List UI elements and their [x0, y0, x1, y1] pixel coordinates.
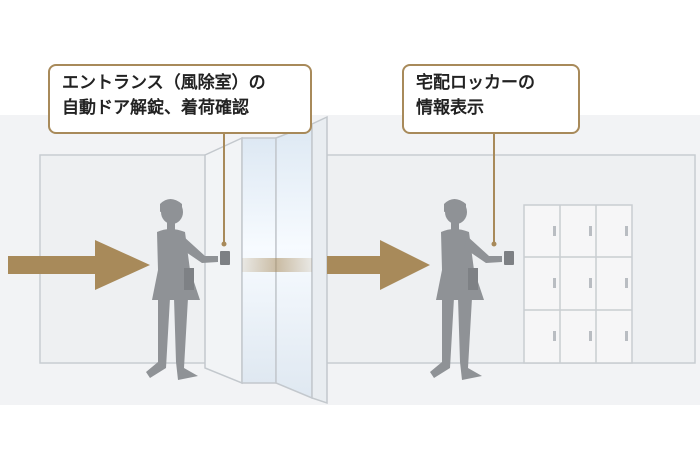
callout-locker: 宅配ロッカーの 情報表示: [402, 64, 580, 134]
card-reader-icon: [220, 251, 230, 265]
delivery-locker: [523, 204, 633, 364]
leader-dot-entrance: [221, 241, 227, 247]
right-arrow-icon: [327, 240, 430, 290]
callout-entrance-line1: エントランス（風除室）の: [62, 73, 266, 93]
callout-entrance-line2: 自動ドア解錠、着荷確認: [62, 98, 249, 118]
right-arrow-icon: [8, 240, 150, 290]
leader-dot-locker: [491, 241, 497, 247]
flow-arrow-through-door: [242, 258, 312, 272]
person-silhouette-icon: [146, 199, 218, 380]
person-silhouette-icon: [430, 199, 502, 380]
callout-locker-line1: 宅配ロッカーの: [416, 73, 535, 93]
callout-locker-line2: 情報表示: [416, 98, 484, 118]
card-reader-icon: [504, 251, 514, 265]
callout-entrance: エントランス（風除室）の 自動ドア解錠、着荷確認: [48, 64, 312, 134]
automatic-door: [204, 115, 328, 405]
